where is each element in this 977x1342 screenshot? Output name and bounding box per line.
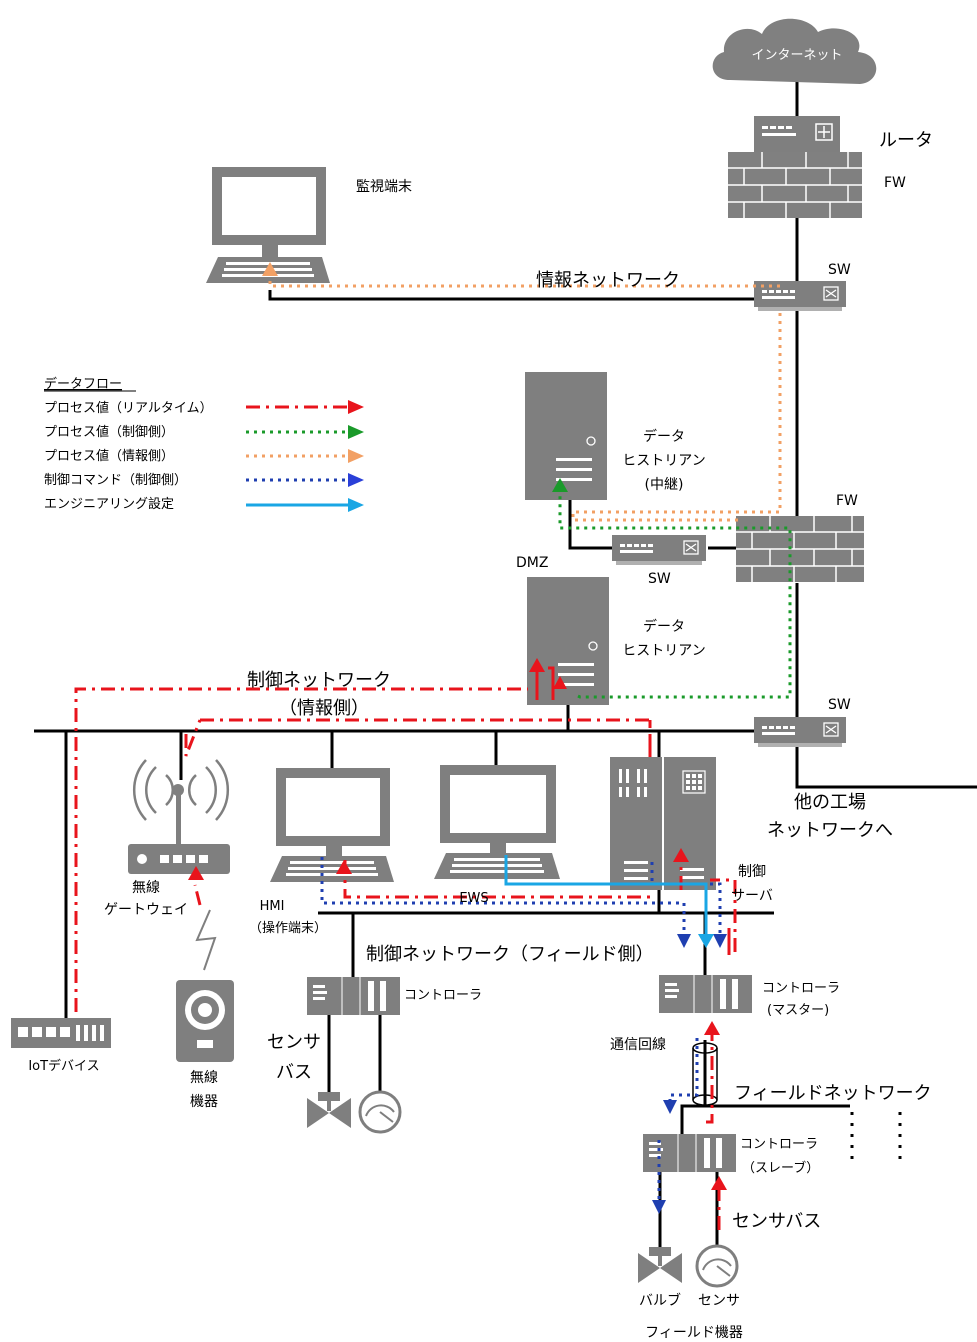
control-net-info-label-1: 制御ネットワーク bbox=[247, 670, 391, 691]
control-net-info-label-2: （情報側） bbox=[279, 698, 369, 719]
other-factory-label-1: 他の工場 bbox=[794, 792, 866, 813]
sensor-bus-left-label-2: バス bbox=[276, 1062, 312, 1083]
iot-device-label: IoTデバイス bbox=[28, 1058, 99, 1074]
sw-lower-label: SW bbox=[828, 697, 851, 713]
fw-mid-label: FW bbox=[836, 493, 858, 509]
flow-realtime-solid bbox=[535, 666, 731, 955]
server-icon bbox=[527, 577, 609, 705]
wireless-gw-label-1: 無線 bbox=[132, 880, 160, 896]
plc-icon bbox=[659, 975, 752, 1013]
arrow-head bbox=[262, 262, 278, 276]
gauge-icon bbox=[695, 1244, 739, 1288]
control-server-label-2: サーバ bbox=[731, 888, 773, 904]
gauge-icon bbox=[358, 1090, 402, 1134]
field-devices-label: フィールド機器 bbox=[645, 1325, 743, 1341]
router-icon bbox=[754, 116, 840, 152]
internet-label: インターネット bbox=[751, 48, 842, 63]
comm-line-cylinder bbox=[692, 1042, 718, 1106]
firewall-icon bbox=[728, 152, 862, 218]
fw-top-label: FW bbox=[884, 175, 906, 191]
control-net-field-label: 制御ネットワーク（フィールド側） bbox=[366, 944, 654, 965]
legend-label-command: 制御コマンド（制御側） bbox=[44, 473, 187, 488]
control-server-label-1: 制御 bbox=[738, 864, 766, 880]
plc-icon bbox=[307, 977, 400, 1015]
dmz-label: DMZ bbox=[516, 555, 548, 571]
server-icon bbox=[610, 757, 716, 890]
field-network-continuation bbox=[850, 1112, 902, 1160]
info-network-label: 情報ネットワーク bbox=[536, 270, 680, 291]
field-network-label: フィールドネットワーク bbox=[734, 1083, 932, 1104]
legend-label-control: プロセス値（制御側） bbox=[44, 424, 174, 440]
legend-title: データフロー bbox=[44, 376, 122, 392]
arrow-head bbox=[698, 934, 714, 948]
arrow-heads-blue bbox=[652, 934, 727, 1214]
arrow-heads-red bbox=[188, 658, 727, 1190]
hmi-label-1: HMI bbox=[260, 899, 285, 914]
other-factory-label-2: ネットワークへ bbox=[767, 820, 893, 841]
flow-engineering bbox=[504, 855, 708, 935]
controller-slave-label-2: （スレーブ） bbox=[742, 1160, 819, 1176]
labels: インターネット ルータ FW 監視端末 SW 情報ネットワーク データ ヒストリ… bbox=[28, 48, 933, 1341]
sw-mid-label: SW bbox=[648, 571, 671, 587]
historian-relay-label-2: ヒストリアン bbox=[622, 453, 705, 469]
sensor-bus-left-label-1: センサ bbox=[267, 1032, 321, 1053]
wireless-signal-icon bbox=[195, 909, 217, 971]
historian-label-2: ヒストリアン bbox=[622, 643, 705, 659]
monitor-icon bbox=[270, 768, 394, 882]
controller-master-label-1: コントローラ bbox=[762, 981, 840, 996]
sw-top-label: SW bbox=[828, 262, 851, 278]
comm-line-label: 通信回線 bbox=[610, 1037, 666, 1053]
server-icon bbox=[525, 372, 607, 500]
monitor-terminal-label: 監視端末 bbox=[356, 178, 412, 195]
legend-label-engineering: エンジニアリング設定 bbox=[44, 496, 174, 512]
plc-icon bbox=[643, 1134, 736, 1172]
switch-icon bbox=[754, 717, 846, 747]
router-label: ルータ bbox=[879, 130, 933, 151]
valve-label: バルブ bbox=[639, 1292, 681, 1309]
wireless-device-label-1: 無線 bbox=[190, 1070, 218, 1086]
switch-icon bbox=[612, 535, 706, 565]
legend: データフロー プロセス値（リアルタイム） プロセス値（制御側） プロセス値（情報… bbox=[44, 376, 364, 512]
controller-master-label-2: (マスター) bbox=[767, 1003, 829, 1018]
camera-device-icon bbox=[176, 980, 234, 1062]
legend-label-realtime: プロセス値（リアルタイム） bbox=[44, 400, 213, 416]
ews-label: EWS bbox=[459, 891, 488, 906]
sensor-label: センサ bbox=[698, 1293, 740, 1309]
hmi-label-2: （操作端末） bbox=[249, 920, 327, 936]
historian-relay-label-3: (中継) bbox=[645, 477, 684, 493]
valve-icon bbox=[638, 1247, 682, 1283]
arrow-head bbox=[552, 478, 568, 492]
iot-device-icon bbox=[11, 1018, 111, 1048]
historian-relay-label-1: データ bbox=[643, 428, 685, 445]
controller-slave-label-1: コントローラ bbox=[740, 1137, 818, 1152]
sensor-bus-right-label: センサバス bbox=[732, 1211, 821, 1232]
cloud-icon bbox=[712, 18, 877, 84]
wireless-gw-label-2: ゲートウェイ bbox=[104, 902, 188, 918]
controller-label: コントローラ bbox=[404, 988, 482, 1003]
network-links bbox=[34, 82, 977, 1252]
switch-icon bbox=[754, 281, 846, 311]
monitor-icon bbox=[434, 765, 560, 879]
firewall-icon bbox=[736, 516, 864, 582]
valve-icon bbox=[307, 1092, 351, 1128]
legend-label-info: プロセス値（情報側） bbox=[44, 448, 174, 464]
monitor-icon bbox=[206, 167, 330, 283]
flow-control-side bbox=[558, 492, 792, 699]
wireless-gateway-icon bbox=[128, 759, 230, 874]
historian-label-1: データ bbox=[643, 618, 685, 635]
wireless-device-label-2: 機器 bbox=[190, 1094, 218, 1110]
